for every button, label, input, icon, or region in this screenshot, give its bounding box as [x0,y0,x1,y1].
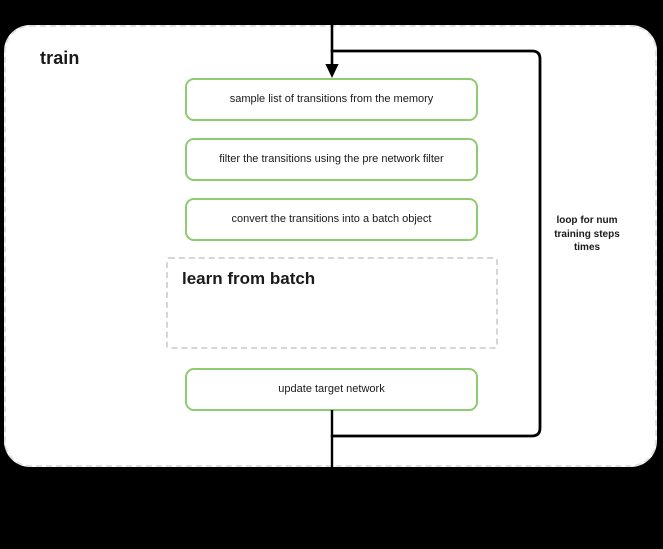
step-box-filter-transitions[interactable]: filter the transitions using the pre net… [185,138,478,181]
step-label: filter the transitions using the pre net… [219,152,444,165]
step-box-convert-to-batch[interactable]: convert the transitions into a batch obj… [185,198,478,241]
sub-block-title: learn from batch [182,269,316,288]
learn-from-batch-block[interactable]: learn from batch [166,257,498,349]
loop-caption-line-2: training steps [554,228,620,240]
block-title: train [40,48,80,68]
loop-caption: loop for num training steps times [535,214,639,255]
step-box-sample-transitions[interactable]: sample list of transitions from the memo… [185,78,478,121]
step-label: update target network [278,382,385,395]
loop-caption-line-1: loop for num [556,215,618,226]
loop-caption-line-3: times [573,242,601,253]
step-box-update-target-network[interactable]: update target network [185,368,478,411]
step-label: sample list of transitions from the memo… [229,92,434,105]
step-label: convert the transitions into a batch obj… [231,212,432,225]
